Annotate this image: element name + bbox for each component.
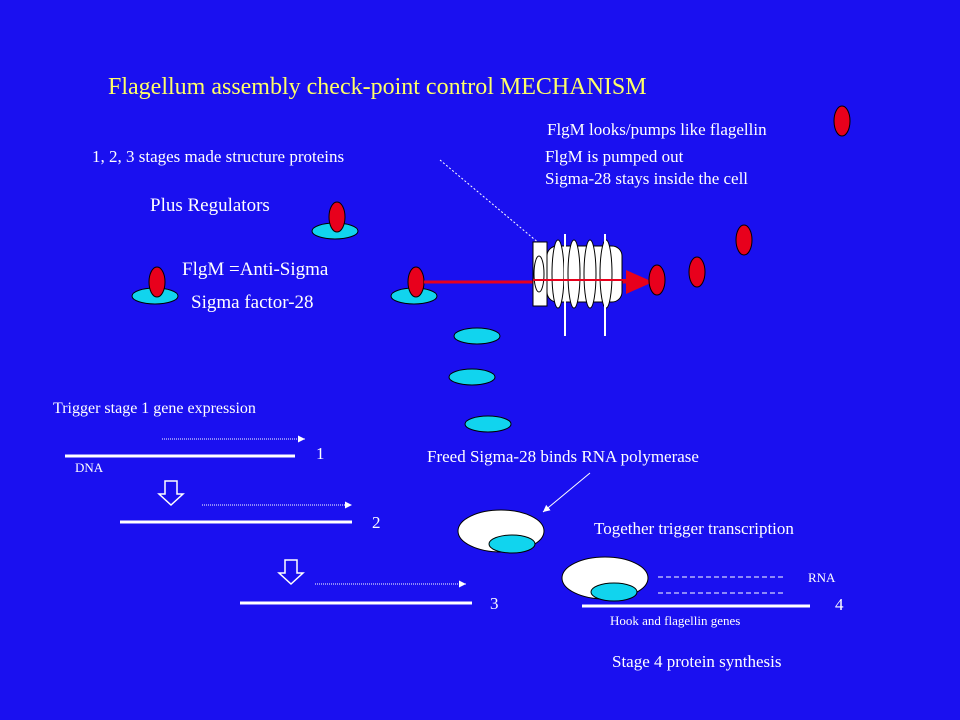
flgm-looks-label: FlgM looks/pumps like flagellin — [547, 120, 767, 139]
plus-regulators-label: Plus Regulators — [150, 195, 270, 216]
regulator-complex-icon — [311, 201, 359, 240]
membrane-complex-icon — [390, 266, 438, 305]
rna-polymerase-icon — [457, 509, 545, 554]
down-arrow-icon — [277, 559, 305, 586]
pointer-line — [439, 159, 541, 245]
together-trigger-label: Together trigger transcription — [594, 519, 794, 538]
free-sigma-icon — [464, 415, 512, 433]
sigma-flgm-complex-icon — [131, 266, 179, 305]
exported-flgm-icon — [648, 264, 666, 296]
exported-flgm-icon — [735, 224, 753, 256]
stages-made-label: 1, 2, 3 stages made structure proteins — [92, 147, 345, 166]
dna-label: DNA — [75, 460, 104, 475]
stage3-number: 3 — [490, 594, 499, 613]
sigma-factor-label: Sigma factor-28 — [191, 292, 314, 313]
binding-arrow — [542, 472, 591, 513]
flgm-anti-sigma-label: FlgM =Anti-Sigma — [182, 259, 329, 280]
down-arrow-icon — [157, 480, 185, 507]
exported-flgm-icon — [688, 256, 706, 288]
stage4-synthesis-label: Stage 4 protein synthesis — [612, 652, 782, 671]
rna-label: RNA — [808, 570, 836, 585]
stage1-number: 1 — [316, 444, 325, 463]
free-sigma-icon — [448, 368, 496, 386]
hook-genes-label: Hook and flagellin genes — [610, 613, 741, 628]
flagellar-basal-body-icon — [532, 234, 627, 336]
free-sigma-icon — [453, 327, 501, 345]
diagram-title: Flagellum assembly check-point control M… — [108, 74, 647, 100]
freed-sigma-label: Freed Sigma-28 binds RNA polymerase — [427, 447, 699, 466]
transcribing-polymerase-icon — [561, 556, 649, 602]
stage4-number: 4 — [835, 595, 844, 614]
stage2-number: 2 — [372, 513, 381, 532]
sigma-stays-label: Sigma-28 stays inside the cell — [545, 169, 749, 188]
flgm-pumped-label: FlgM is pumped out — [545, 147, 684, 166]
trigger-stage1-label: Trigger stage 1 gene expression — [53, 400, 256, 417]
flgm-flagellin-icon — [833, 105, 851, 137]
